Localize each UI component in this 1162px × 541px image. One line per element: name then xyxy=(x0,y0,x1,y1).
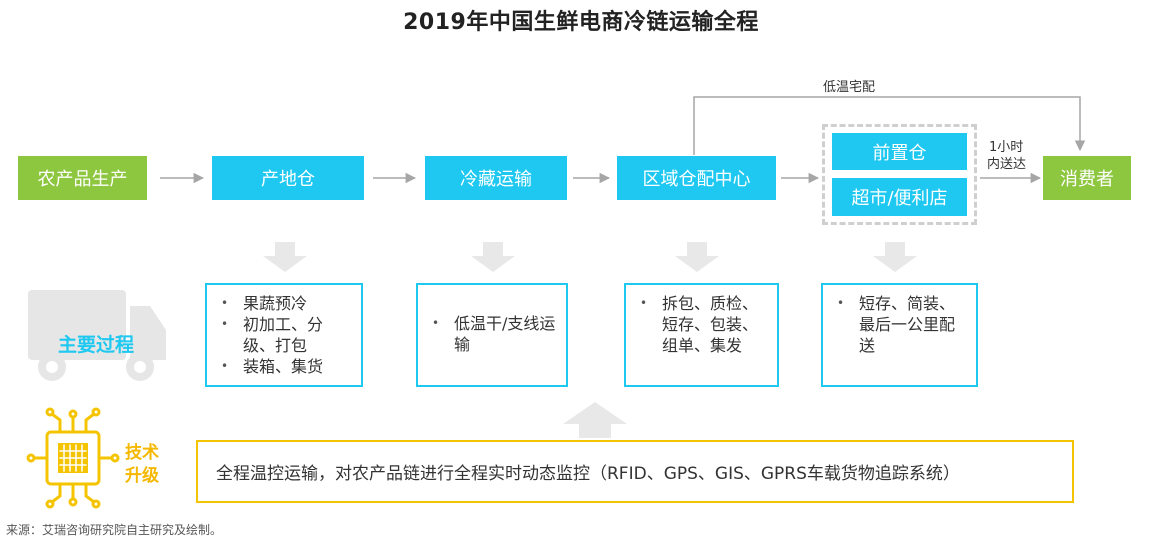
detail-item: 果蔬预冷 xyxy=(217,293,351,314)
detail-box-transport: 低温干/支线运输 xyxy=(416,283,568,387)
detail-box-last-mile: 短存、简装、最后一公里配送 xyxy=(821,283,978,387)
down-arrow-1 xyxy=(263,242,307,272)
tech-upgrade-box: 全程温控运输，对农产品链进行全程实时动态监控（RFID、GPS、GIS、GPRS… xyxy=(196,440,1074,503)
detail-box-origin: 果蔬预冷 初加工、分级、打包 装箱、集货 xyxy=(205,283,363,387)
detail-item: 初加工、分级、打包 xyxy=(217,314,351,356)
truck-icon xyxy=(28,290,166,381)
detail-item: 短存、简装、最后一公里配送 xyxy=(833,293,966,356)
tech-upgrade-label-line2: 升级 xyxy=(125,466,159,486)
last-mile-group xyxy=(822,124,977,225)
stage-regional-dc: 区域仓配中心 xyxy=(617,156,776,200)
up-arrow xyxy=(563,402,627,438)
tech-upgrade-label-line1: 技术 xyxy=(125,443,159,463)
label-one-hour-line2: 内送达 xyxy=(987,157,1027,172)
stage-consumer: 消费者 xyxy=(1043,156,1131,200)
detail-item: 装箱、集货 xyxy=(217,356,351,377)
source-note: 来源：艾瑞咨询研究院自主研究及绘制。 xyxy=(6,523,223,537)
down-arrow-2 xyxy=(471,242,515,272)
label-one-hour-line1: 1小时 xyxy=(989,140,1024,155)
page-title: 2019年中国生鲜电商冷链运输全程 xyxy=(403,10,759,35)
stage-front-warehouse: 前置仓 xyxy=(832,133,967,170)
stage-supermarket: 超市/便利店 xyxy=(832,178,967,216)
stage-cold-transport: 冷藏运输 xyxy=(425,156,567,200)
label-low-temp-delivery: 低温宅配 xyxy=(823,80,876,95)
down-arrow-3 xyxy=(675,242,719,272)
tech-upgrade-text: 全程温控运输，对农产品链进行全程实时动态监控（RFID、GPS、GIS、GPRS… xyxy=(216,464,960,484)
stage-farm-production: 农产品生产 xyxy=(18,156,147,200)
detail-item: 低温干/支线运输 xyxy=(428,313,556,355)
main-process-label: 主要过程 xyxy=(58,334,135,356)
detail-item: 拆包、质检、短存、包装、组单、集发 xyxy=(636,293,767,356)
arrow-low-temp-delivery xyxy=(693,96,1086,155)
down-arrow-4 xyxy=(873,242,917,272)
detail-box-dc: 拆包、质检、短存、包装、组单、集发 xyxy=(624,283,779,387)
chip-icon xyxy=(26,407,120,509)
stage-origin-warehouse: 产地仓 xyxy=(212,156,364,200)
